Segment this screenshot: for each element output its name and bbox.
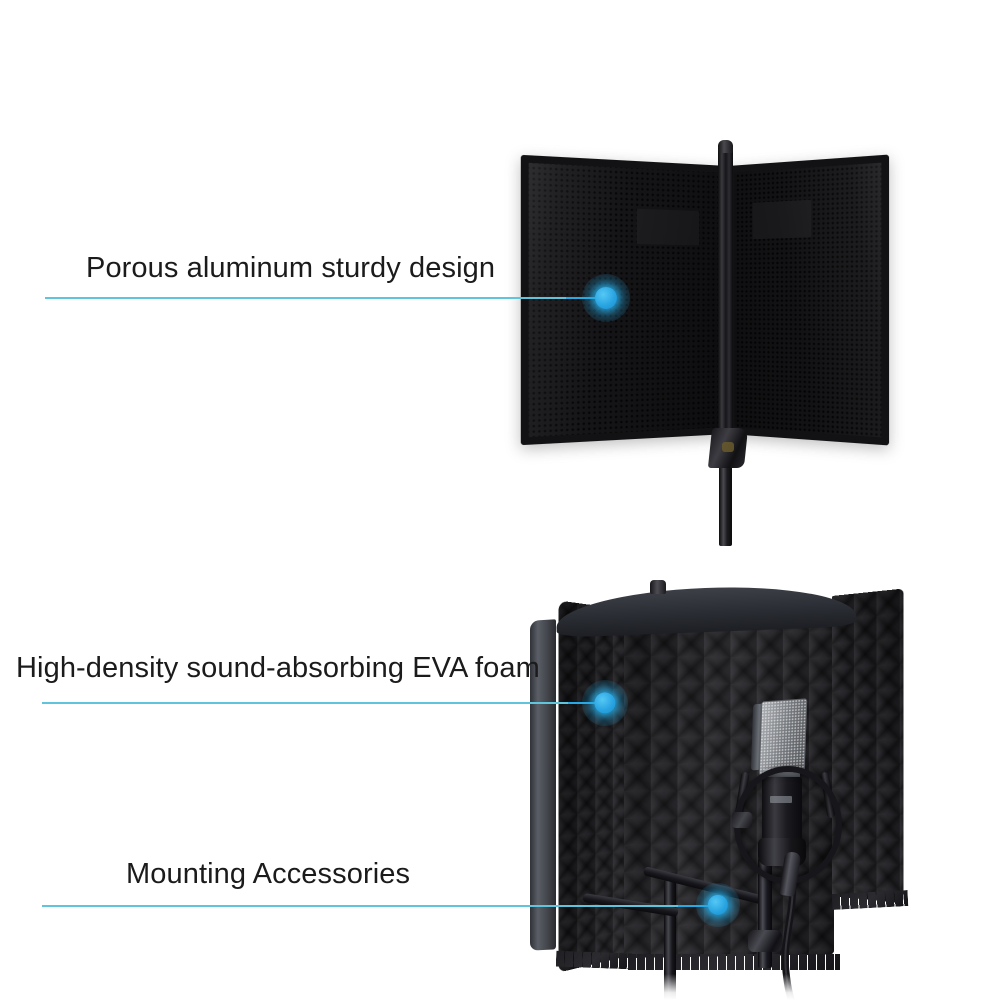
foam-shading [558,600,628,973]
mic-grille [758,698,808,776]
callout-label-porous-aluminum: Porous aluminum sturdy design [86,252,496,284]
mic-stand-pole-top [719,450,732,546]
callout-dot-mounting-accessories[interactable] [696,883,740,927]
shield-center-hinge-bar [718,148,733,448]
product-image-top-shield [500,130,900,550]
condenser-microphone [732,698,852,930]
shock-mount-knob [732,812,752,828]
product-image-bottom-shield [520,580,940,1000]
callout-dot-core [594,692,616,714]
callout-rule-porous-aluminum [45,297,568,299]
bottom-fade [520,974,940,1000]
callout-label-eva-foam: High-density sound-absorbing EVA foam [16,652,540,684]
callout-dot-porous-aluminum[interactable] [582,274,630,322]
foam-bottom-edge [555,950,633,970]
shield-panel-right-perforated [728,154,890,446]
callout-dot-core [594,286,618,310]
foam-panel-left [558,600,628,973]
panel-sheen [728,154,890,446]
shield-top-knob [650,580,666,594]
callout-rule-mounting-accessories [42,905,682,907]
callout-rule-eva-foam [42,702,570,704]
clamp-thumbscrew-icon [722,442,734,452]
shield-top-knob [718,140,733,153]
callout-dot-core [707,894,729,916]
callout-label-mounting-accessories: Mounting Accessories [126,858,411,890]
mounting-bracket-collar [748,930,782,952]
callout-dot-eva-foam[interactable] [582,680,628,726]
